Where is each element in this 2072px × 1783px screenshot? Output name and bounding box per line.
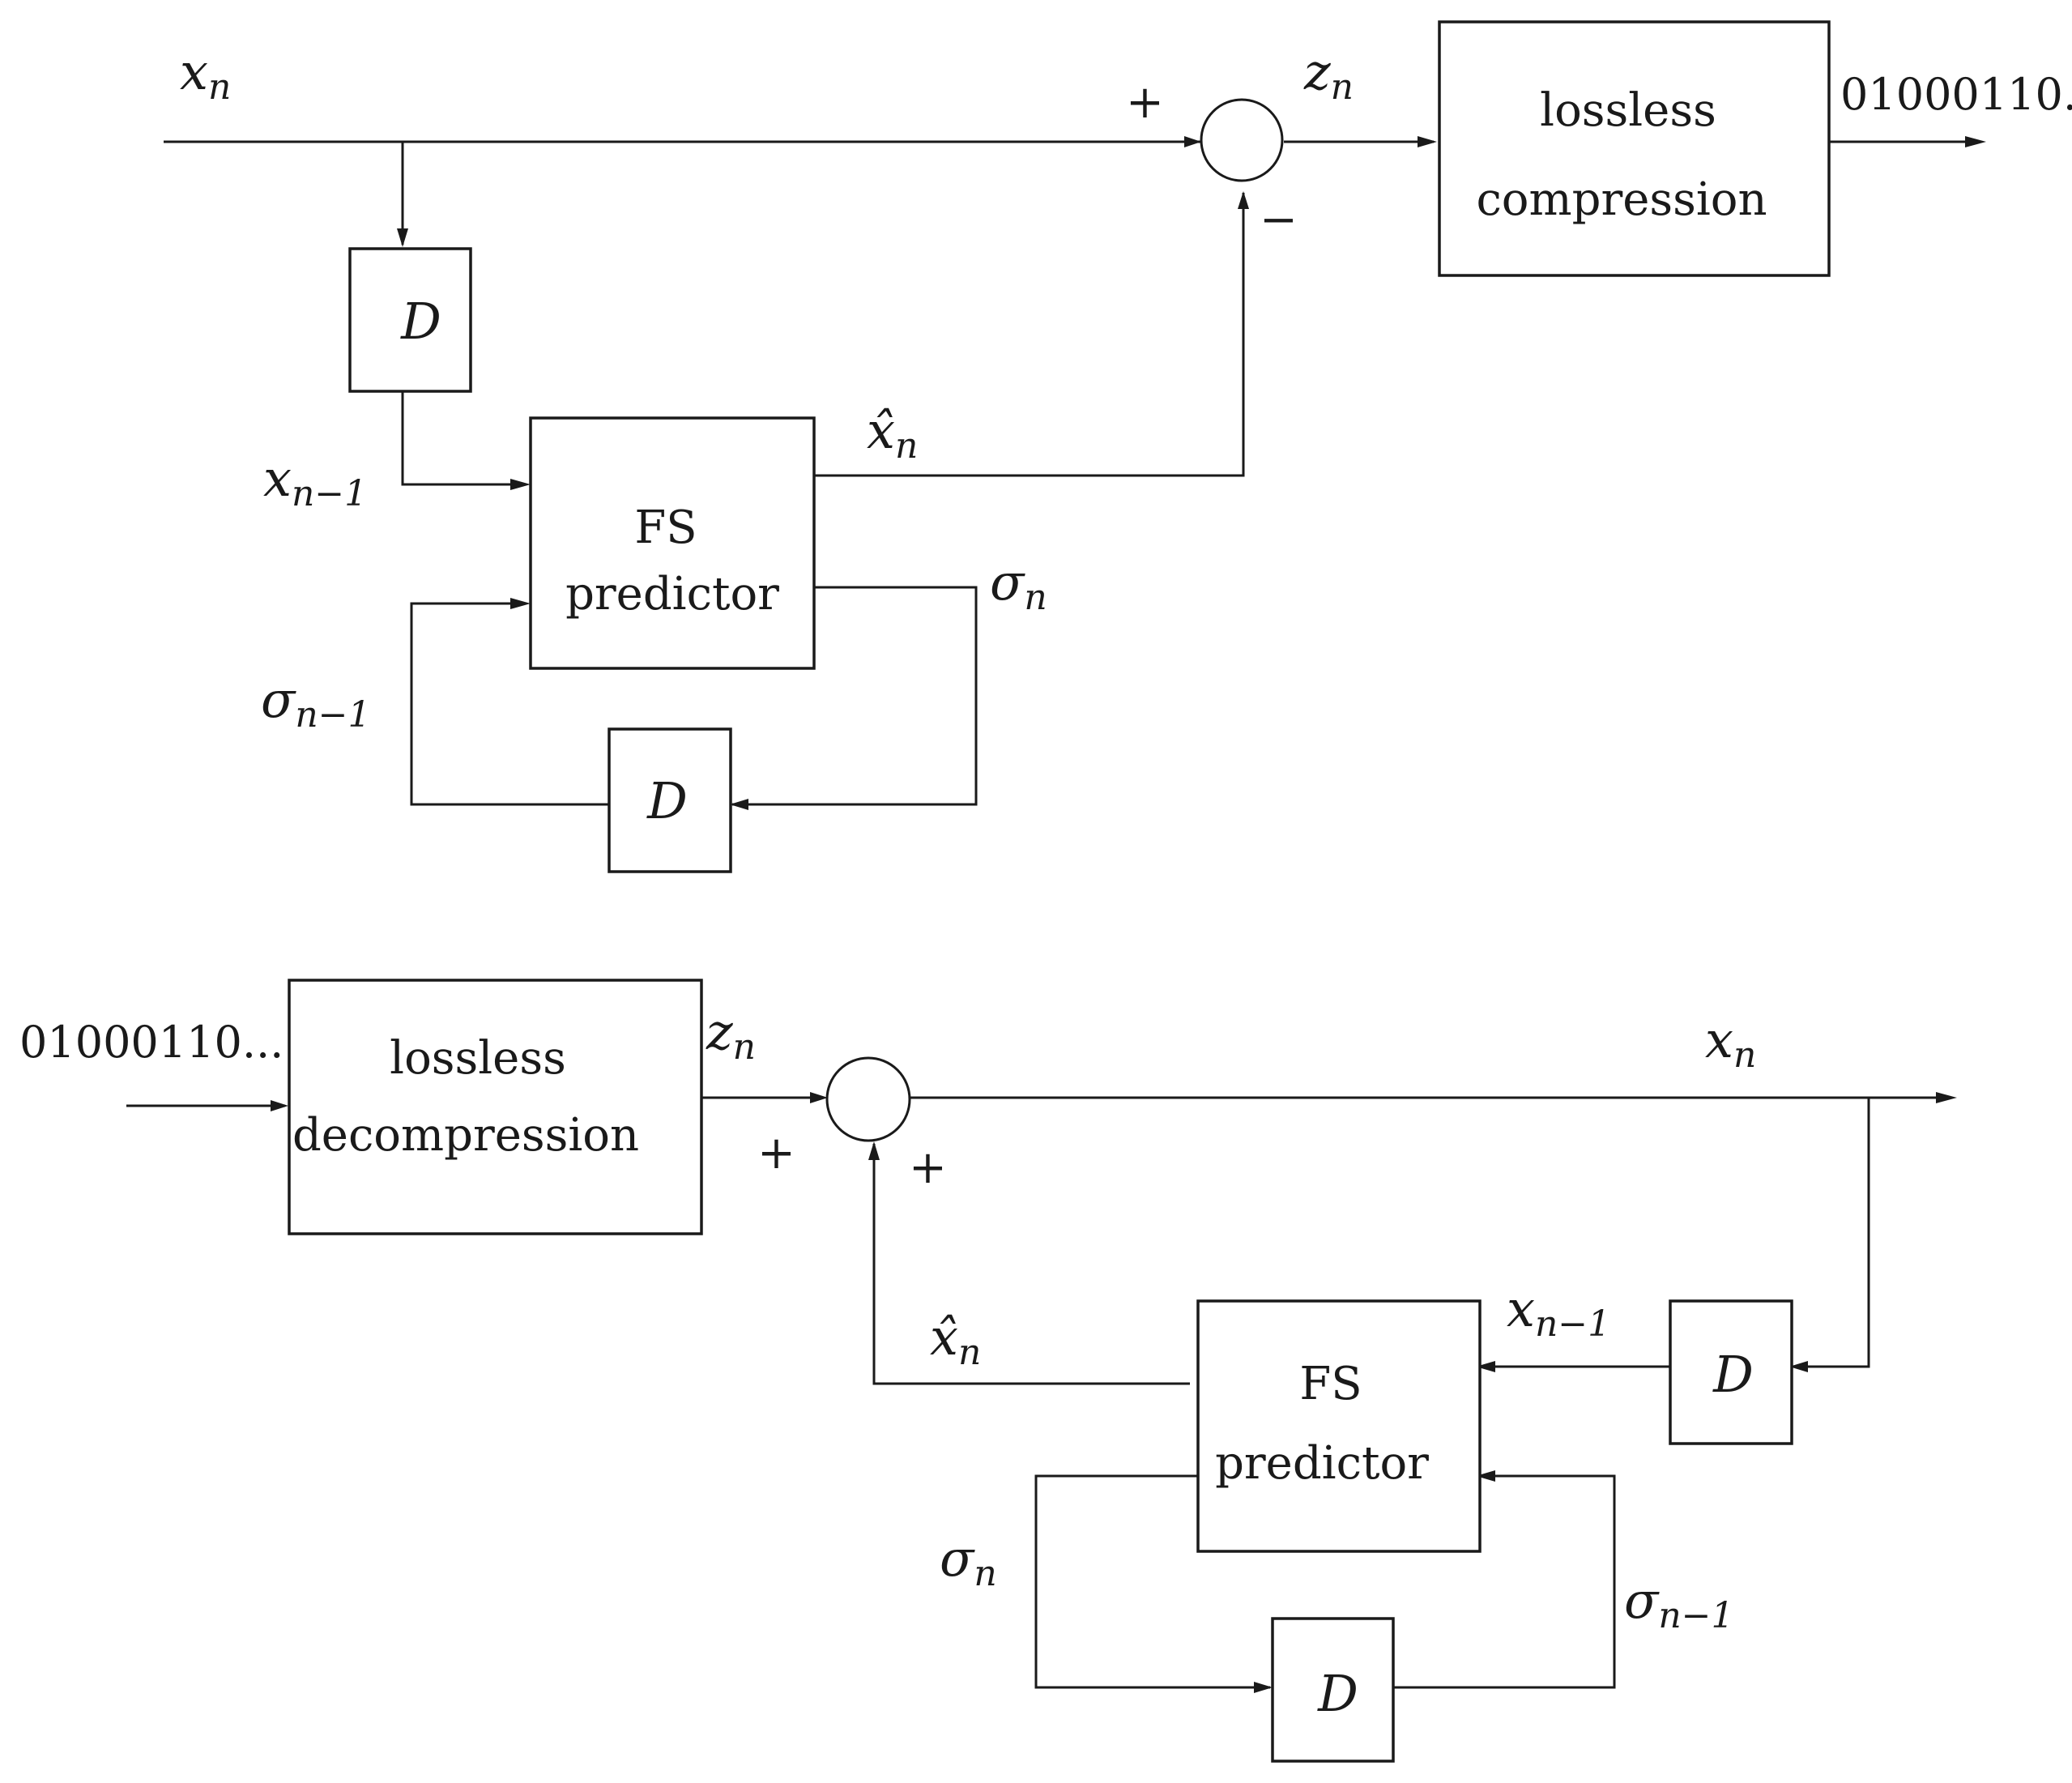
enc-arrowhead-compression [1418, 136, 1437, 147]
enc-plus-sign: + [1126, 76, 1164, 129]
encoder-diagram: D FS predictor D lossless compression xn… [164, 20, 2072, 873]
dec-delay1-label: D [1712, 1345, 1754, 1404]
enc-delay-box-2 [608, 727, 732, 873]
enc-minus-sign: − [1260, 194, 1298, 246]
dec-prev-x-label: xn−1 [1507, 1279, 1610, 1345]
dec-input-bits: 01000110... [19, 1017, 284, 1068]
enc-arrowhead-delay [397, 228, 408, 247]
enc-output-bits: 01000110... [1840, 69, 2072, 120]
enc-arrowhead-predictor-x [510, 479, 531, 490]
enc-summing-junction [1200, 98, 1284, 182]
enc-sigma-in-label: σn−1 [261, 670, 371, 736]
dec-delay2-label: D [1317, 1664, 1358, 1723]
dec-plus-bottom: + [909, 1141, 947, 1194]
dec-arrowhead-sum-bottom [868, 1141, 880, 1160]
enc-arrowhead-predictor-sigma [510, 598, 531, 609]
dec-predictor-title: FS [1299, 1358, 1362, 1410]
dec-arrowhead-output [1936, 1092, 1957, 1103]
enc-input-label: xn [180, 42, 231, 108]
enc-arrowhead-delay2 [730, 799, 748, 810]
dec-prediction-wire [872, 1144, 1190, 1385]
dec-arrowhead-predictor-sigma [1476, 1470, 1495, 1482]
dec-summing-junction [825, 1056, 911, 1142]
dec-plus-left: + [757, 1127, 795, 1179]
dec-sigma-out-label: σn [940, 1529, 997, 1594]
dec-arrowhead-predictor-x [1476, 1361, 1495, 1372]
enc-delay1-label: D [400, 292, 441, 351]
dec-residual-label: zn [706, 1002, 756, 1068]
dec-delay-box-2 [1271, 1617, 1395, 1763]
dec-arrowhead-decompression [271, 1100, 288, 1111]
enc-compression-line1: lossless [1540, 84, 1716, 137]
dec-arrowhead-delay [1789, 1361, 1808, 1372]
enc-predictor-subtitle: predictor [565, 568, 779, 621]
dec-arrowhead-sum [810, 1092, 828, 1103]
enc-prediction-wire [813, 193, 1245, 477]
dec-fs-predictor-box [1196, 1299, 1482, 1553]
enc-compression-box [1438, 20, 1831, 277]
dec-delay-box-1 [1669, 1299, 1793, 1445]
enc-prev-x-label: xn−1 [263, 449, 367, 514]
dec-decompression-line2: decompression [292, 1109, 639, 1162]
dec-arrowhead-delay2 [1254, 1682, 1273, 1693]
dec-sigma-in-label: σn−1 [1624, 1571, 1734, 1636]
decoder-diagram: lossless decompression FS predictor D D … [19, 979, 1957, 1763]
dec-decompression-line1: lossless [390, 1032, 566, 1085]
enc-sigma-out-label: σn [990, 552, 1047, 618]
enc-arrowhead-output [1965, 136, 1986, 147]
dec-prediction-label: x̂n [930, 1307, 981, 1373]
dec-predictor-subtitle: predictor [1215, 1437, 1429, 1490]
dec-output-label: xn [1705, 1010, 1756, 1076]
enc-arrowhead-sum-bottom [1238, 191, 1249, 209]
enc-predictor-title: FS [634, 501, 697, 554]
enc-fs-predictor-box [529, 416, 816, 670]
enc-delay-to-predictor-wire [401, 390, 527, 486]
dec-sigma-in-wire [1392, 1474, 1616, 1689]
enc-compression-line2: compression [1476, 173, 1767, 226]
dec-tap-to-delay-wire [1792, 1098, 1870, 1368]
enc-sigma-in-wire [410, 602, 610, 806]
dec-decompression-box [288, 979, 703, 1235]
enc-residual-label: zn [1303, 42, 1354, 108]
enc-delay2-label: D [646, 771, 688, 830]
enc-sigma-out-wire [732, 586, 978, 806]
enc-delay-box-1 [348, 247, 472, 393]
dec-sigma-out-wire [1034, 1474, 1270, 1689]
enc-arrowhead-sum [1184, 136, 1201, 147]
enc-prediction-label: x̂n [867, 401, 918, 467]
